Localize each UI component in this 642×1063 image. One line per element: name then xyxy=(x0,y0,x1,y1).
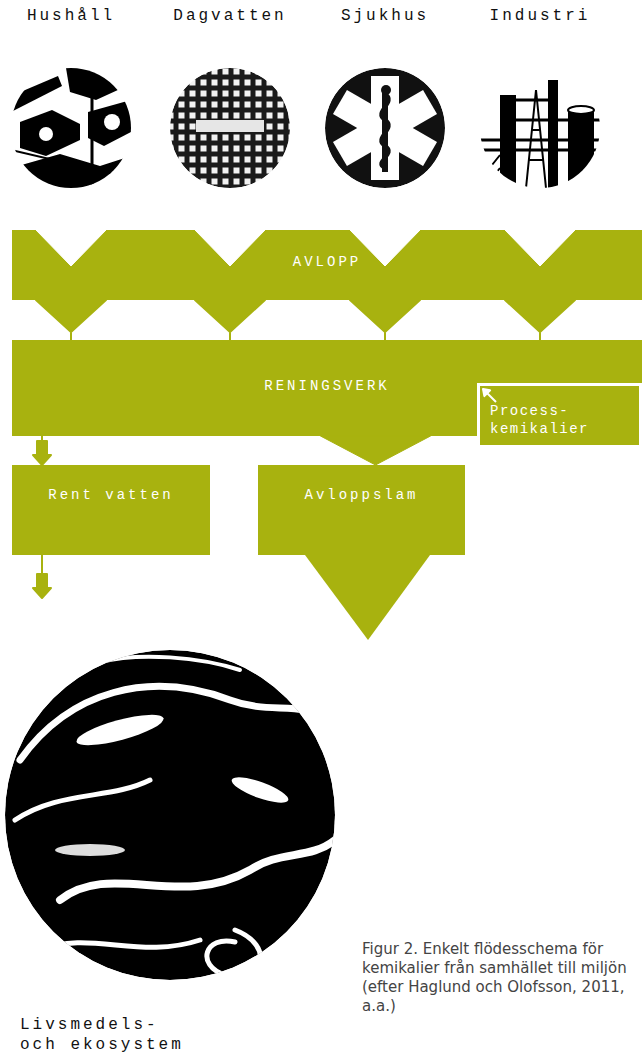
inflow-notch xyxy=(350,190,420,266)
earth-picture xyxy=(40,940,200,950)
earth-picture xyxy=(5,650,335,980)
industry-picture xyxy=(480,68,600,188)
earth-picture xyxy=(74,709,166,752)
figure-caption: Figur 2. Enkelt flödesschema för kemikal… xyxy=(362,940,634,1016)
household-picture xyxy=(88,100,131,146)
household-picture xyxy=(20,110,80,156)
earth-picture xyxy=(229,772,291,808)
source-circle: Sjukhus xyxy=(323,6,447,190)
source-label: Hushåll xyxy=(9,6,133,26)
drain-grate-picture xyxy=(170,68,290,188)
household-picture xyxy=(39,127,53,141)
household-picture xyxy=(11,76,62,112)
small-flow-arrow xyxy=(33,436,51,465)
source-label: Dagvatten xyxy=(168,6,292,26)
earth-globe: Livsmedels- och ekosystem xyxy=(5,598,345,1056)
box-label: Process-kemikalier xyxy=(490,403,635,438)
household-picture xyxy=(104,114,120,130)
earth-picture xyxy=(20,687,330,761)
drain-grate-picture xyxy=(170,68,290,188)
hospital-picture xyxy=(381,85,391,95)
earth-picture xyxy=(100,657,240,670)
input-box: Process-kemikalier xyxy=(477,383,642,448)
output-box: Rent vatten xyxy=(12,465,210,555)
industry-picture xyxy=(548,80,558,188)
earth-picture xyxy=(5,650,335,980)
industry-picture xyxy=(480,68,600,188)
box-label: RENINGSVERK xyxy=(22,378,632,396)
sink-label: Livsmedels- och ekosystem xyxy=(20,1015,200,1055)
inflow-notch xyxy=(36,190,106,266)
earth-picture xyxy=(55,844,125,856)
household-picture xyxy=(11,68,131,188)
flow-arrow xyxy=(321,436,431,465)
caption-block: Figur 2. Enkelt flödesschema för kemikal… xyxy=(362,940,634,1016)
source-circle: Industri xyxy=(478,6,602,190)
household-picture xyxy=(11,154,131,188)
household-picture xyxy=(66,68,131,100)
hospital-picture xyxy=(325,68,445,188)
inflow-notch xyxy=(195,190,265,266)
hospital-picture xyxy=(382,88,388,172)
drain-grate-picture xyxy=(196,120,264,132)
small-flow-arrow xyxy=(33,555,51,598)
flow-arrows xyxy=(36,300,575,340)
flow-band: AVLOPP xyxy=(12,230,642,300)
household-picture xyxy=(11,68,131,188)
output-arrow xyxy=(305,555,430,640)
box-label: Rent vatten xyxy=(20,487,202,505)
industry-picture xyxy=(568,106,594,114)
household-picture xyxy=(91,76,94,188)
hospital-picture xyxy=(325,68,445,188)
source-circle: Dagvatten xyxy=(168,6,292,190)
box-label: Avloppslam xyxy=(266,487,457,505)
box-label: AVLOPP xyxy=(22,254,632,272)
earth-picture xyxy=(15,780,150,820)
source-label: Industri xyxy=(478,6,602,26)
industry-picture xyxy=(484,155,500,188)
earth-picture xyxy=(207,930,261,977)
output-box: Avloppslam xyxy=(258,465,465,555)
household-picture xyxy=(11,150,131,178)
industry-picture xyxy=(526,90,546,188)
input-arrow xyxy=(483,389,496,402)
hospital-picture xyxy=(381,94,389,168)
source-label: Sjukhus xyxy=(323,6,447,26)
earth-picture xyxy=(15,657,335,977)
inflow-notch xyxy=(505,190,575,266)
source-circle: Hushåll xyxy=(9,6,133,190)
